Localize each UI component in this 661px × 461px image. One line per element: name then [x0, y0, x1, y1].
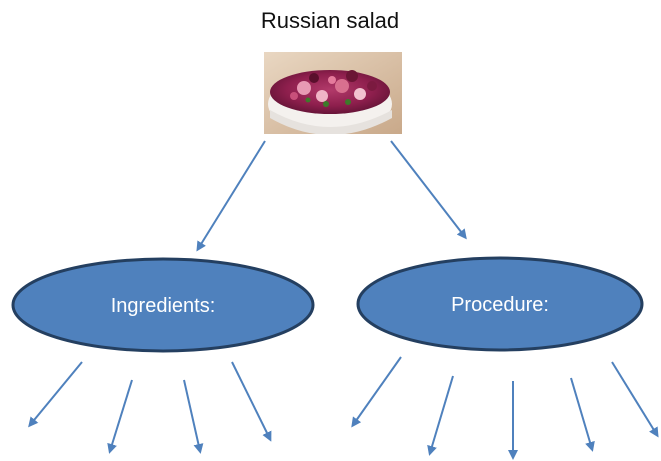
procedure-arrow-4 [570, 377, 595, 452]
ingredients-arrow-3 [183, 379, 204, 454]
arrow-to-ingredients [196, 140, 266, 252]
salad-image [264, 52, 402, 134]
salad-photo [264, 52, 402, 134]
ingredients-label: Ingredients: [111, 295, 216, 317]
procedure-arrow-5 [611, 361, 659, 438]
ingredients-arrow-1 [28, 361, 83, 428]
ingredients-node: Ingredients: [11, 257, 315, 353]
arrow-to-procedure [390, 140, 467, 240]
procedure-node: Procedure: [356, 256, 644, 352]
ingredients-arrow-2 [107, 379, 133, 454]
ingredients-arrow-4 [231, 361, 272, 442]
procedure-label: Procedure: [451, 294, 549, 316]
procedure-arrow-1 [351, 356, 402, 428]
diagram-title: Russian salad [260, 8, 400, 33]
procedure-arrow-2 [427, 375, 454, 456]
